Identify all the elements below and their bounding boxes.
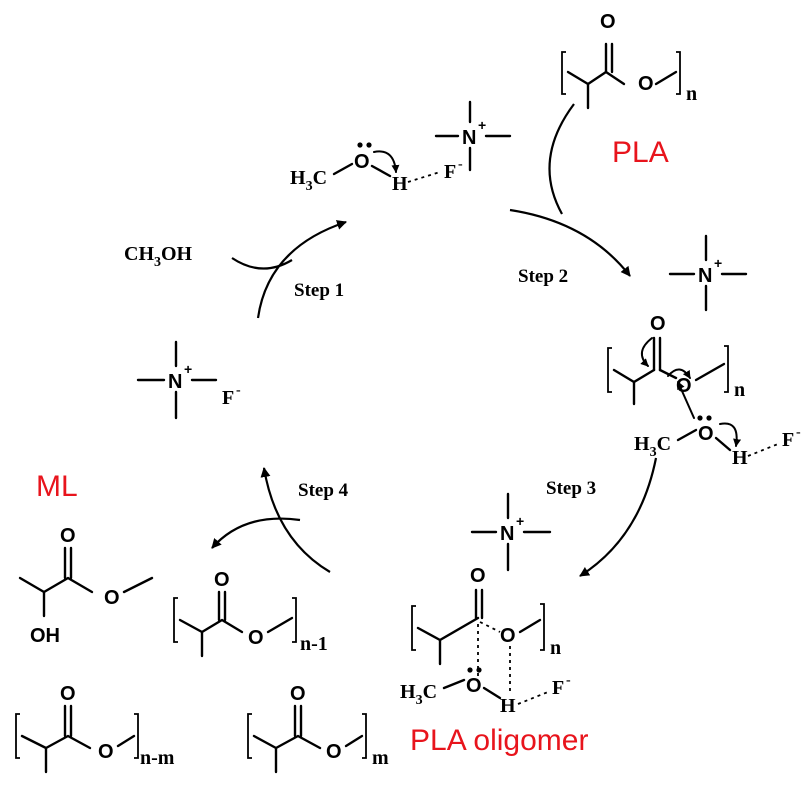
ml-label: ML: [36, 470, 78, 503]
svg-text:-: -: [458, 157, 463, 172]
svg-text:O: O: [214, 569, 230, 591]
hydroxyl-group: OH: [30, 625, 60, 647]
h3c-group-bottom: H3C: [400, 681, 437, 708]
h3c-group: H3C: [290, 167, 327, 194]
pla-chain-n-minus-m: O O n-m: [15, 683, 175, 774]
fluoride: F: [444, 161, 456, 183]
svg-text:O: O: [60, 525, 76, 547]
hydroxyl-hydrogen: H: [392, 173, 408, 195]
svg-text:F: F: [222, 387, 234, 409]
step2-arrow: [509, 208, 631, 277]
svg-text:+: +: [516, 513, 524, 529]
carbonyl-oxygen: O: [600, 11, 616, 33]
svg-text:O: O: [650, 313, 666, 335]
svg-text:O: O: [104, 587, 120, 609]
svg-text:n: n: [550, 637, 561, 659]
svg-text:F: F: [782, 429, 794, 451]
svg-text:O: O: [698, 423, 714, 445]
step4-branch-arrow: [211, 517, 301, 549]
step3-label: Step 3: [546, 478, 596, 499]
svg-text:n: n: [734, 379, 745, 401]
svg-text:O: O: [326, 741, 342, 763]
pla-label: PLA: [612, 136, 669, 169]
svg-text:n-1: n-1: [300, 633, 328, 655]
step1-label: Step 1: [294, 280, 344, 301]
svg-text:H: H: [732, 447, 748, 469]
svg-text:-: -: [796, 425, 801, 440]
h3c-group-right: H3C: [634, 433, 671, 460]
svg-text:+: +: [478, 117, 486, 133]
pla-oligomer-label: PLA oligomer: [410, 724, 588, 757]
svg-text:O: O: [500, 625, 516, 647]
methanol-fluoride-complex: H3C O H F -: [290, 142, 463, 195]
svg-text:O: O: [290, 683, 306, 705]
svg-text:N: N: [698, 265, 712, 287]
svg-text:F: F: [552, 677, 564, 699]
attack-intermediate: O O n H3C O H F -: [607, 313, 801, 469]
svg-text:n-m: n-m: [140, 747, 175, 769]
repeat-subscript-n: n: [686, 83, 697, 105]
svg-text:O: O: [60, 683, 76, 705]
svg-text:+: +: [184, 361, 192, 377]
step3-arrow: [579, 457, 658, 577]
svg-text:m: m: [372, 747, 389, 769]
svg-text:O: O: [248, 627, 264, 649]
svg-text:-: -: [236, 383, 241, 398]
methanol-oxygen: O: [354, 151, 370, 173]
tetramethylammonium-bottom: N +: [470, 492, 552, 572]
pla-chain-n-minus-1: O O n-1: [173, 569, 328, 658]
pla-structure: O O n: [561, 11, 697, 110]
tetramethylammonium-top: N +: [434, 100, 512, 172]
pla-chain-m: O O m: [247, 683, 389, 774]
methyl-lactate-structure: O O OH: [18, 525, 154, 647]
step2-label: Step 2: [518, 266, 568, 287]
svg-text:N: N: [168, 371, 182, 393]
tetramethylammonium-right: N +: [668, 234, 748, 312]
step4-arrow: [260, 467, 331, 573]
step1-arrow: [256, 220, 347, 319]
svg-text:O: O: [466, 675, 482, 697]
tetramethylammonium-fluoride: N + F -: [136, 340, 241, 420]
step4-label: Step 4: [298, 480, 349, 501]
svg-text:-: -: [566, 673, 571, 688]
svg-text:+: +: [714, 255, 722, 271]
ester-oxygen: O: [638, 73, 654, 95]
pla-entry-arrow: [548, 103, 575, 215]
svg-text:O: O: [470, 565, 486, 587]
svg-text:N: N: [500, 523, 514, 545]
transition-structure: O O n H3C O H F -: [400, 565, 571, 717]
methanol-label: CH3OH: [124, 243, 193, 270]
svg-text:O: O: [98, 741, 114, 763]
ammonium-nitrogen: N: [462, 127, 476, 149]
svg-text:H: H: [500, 695, 516, 717]
methanol-entry-arrow: [231, 257, 293, 270]
